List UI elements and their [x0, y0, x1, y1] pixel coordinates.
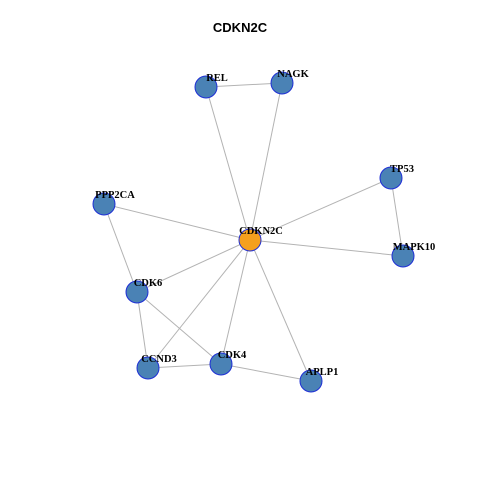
- node-label-tp53: TP53: [390, 164, 414, 175]
- edge-ccnd3-cdk4: [147, 363, 222, 369]
- edge-cdk6-cdk4: [136, 291, 222, 365]
- node-nagk[interactable]: [270, 71, 294, 95]
- node-label-mapk10: MAPK10: [393, 242, 436, 253]
- node-cdk6[interactable]: [125, 280, 149, 304]
- edge-tp53-cdkn2c: [249, 177, 392, 241]
- node-rel[interactable]: [194, 75, 218, 99]
- node-tp53[interactable]: [379, 166, 403, 190]
- node-aplp1[interactable]: [299, 369, 323, 393]
- edge-nagk-cdkn2c: [249, 82, 283, 241]
- edge-ppp2ca-cdkn2c: [103, 203, 251, 241]
- node-mapk10[interactable]: [391, 244, 415, 268]
- edge-rel-cdkn2c: [205, 86, 251, 241]
- node-label-ppp2ca: PPP2CA: [95, 190, 135, 201]
- edge-aplp1-cdkn2c: [249, 239, 312, 382]
- node-label-cdkn2c: CDKN2C: [239, 226, 283, 237]
- edge-mapk10-cdkn2c: [249, 239, 404, 257]
- node-ccnd3[interactable]: [136, 356, 160, 380]
- node-cdkn2c[interactable]: [238, 228, 262, 252]
- edge-ccnd3-cdkn2c: [147, 239, 251, 369]
- graph-title: CDKN2C: [212, 20, 268, 35]
- edge-cdk4-aplp1: [220, 363, 312, 382]
- edges-layer: [103, 82, 404, 382]
- edge-cdk4-cdkn2c: [220, 239, 251, 365]
- node-label-ccnd3: CCND3: [141, 354, 177, 365]
- node-label-cdk4: CDK4: [218, 350, 247, 361]
- node-label-cdk6: CDK6: [134, 278, 163, 289]
- node-label-rel: REL: [206, 73, 228, 84]
- node-label-aplp1: APLP1: [306, 367, 339, 378]
- edge-ppp2ca-cdk6: [103, 203, 138, 293]
- node-cdk4[interactable]: [209, 352, 233, 376]
- edge-rel-nagk: [205, 82, 283, 88]
- edge-tp53-mapk10: [390, 177, 404, 257]
- node-label-nagk: NAGK: [277, 69, 309, 80]
- edge-cdk6-ccnd3: [136, 291, 149, 369]
- nodes-layer: [92, 71, 415, 393]
- node-ppp2ca[interactable]: [92, 192, 116, 216]
- edge-cdk6-cdkn2c: [136, 239, 251, 293]
